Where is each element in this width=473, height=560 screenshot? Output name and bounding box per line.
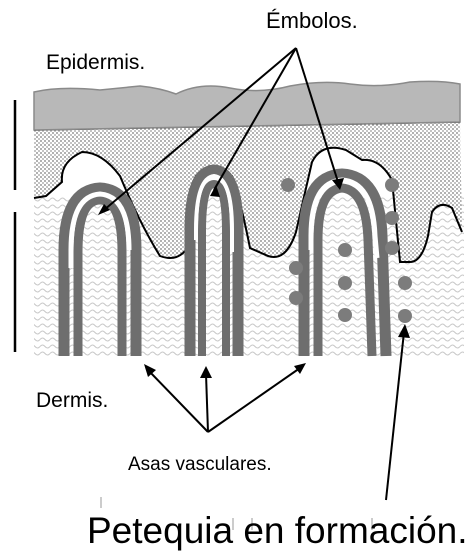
petequia-arrow: [386, 332, 404, 500]
asas-arrows: [148, 368, 300, 432]
embolos-label: Émbolos.: [266, 10, 358, 32]
petequia-label: Petequia en formación.: [87, 512, 468, 549]
epidermis-label: Epidermis.: [46, 52, 145, 73]
asas-vasculares-label: Asas vasculares.: [128, 455, 272, 474]
dermis-label: Dermis.: [36, 390, 108, 411]
